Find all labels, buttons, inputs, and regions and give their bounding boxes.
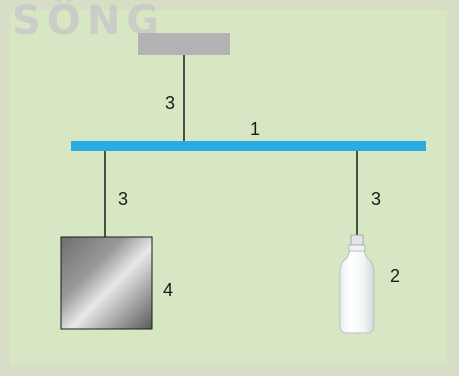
label-string-top: 3 [165,93,175,113]
label-rod: 1 [250,119,260,139]
watermark: SỐNG [12,0,166,44]
ceiling-support [138,33,230,55]
label-string-right: 3 [371,189,381,209]
rod [71,141,426,151]
weight-block [60,236,153,330]
label-string-left: 3 [118,189,128,209]
label-weight: 4 [163,280,173,300]
bottle [339,234,375,334]
label-bottle: 2 [390,266,400,286]
